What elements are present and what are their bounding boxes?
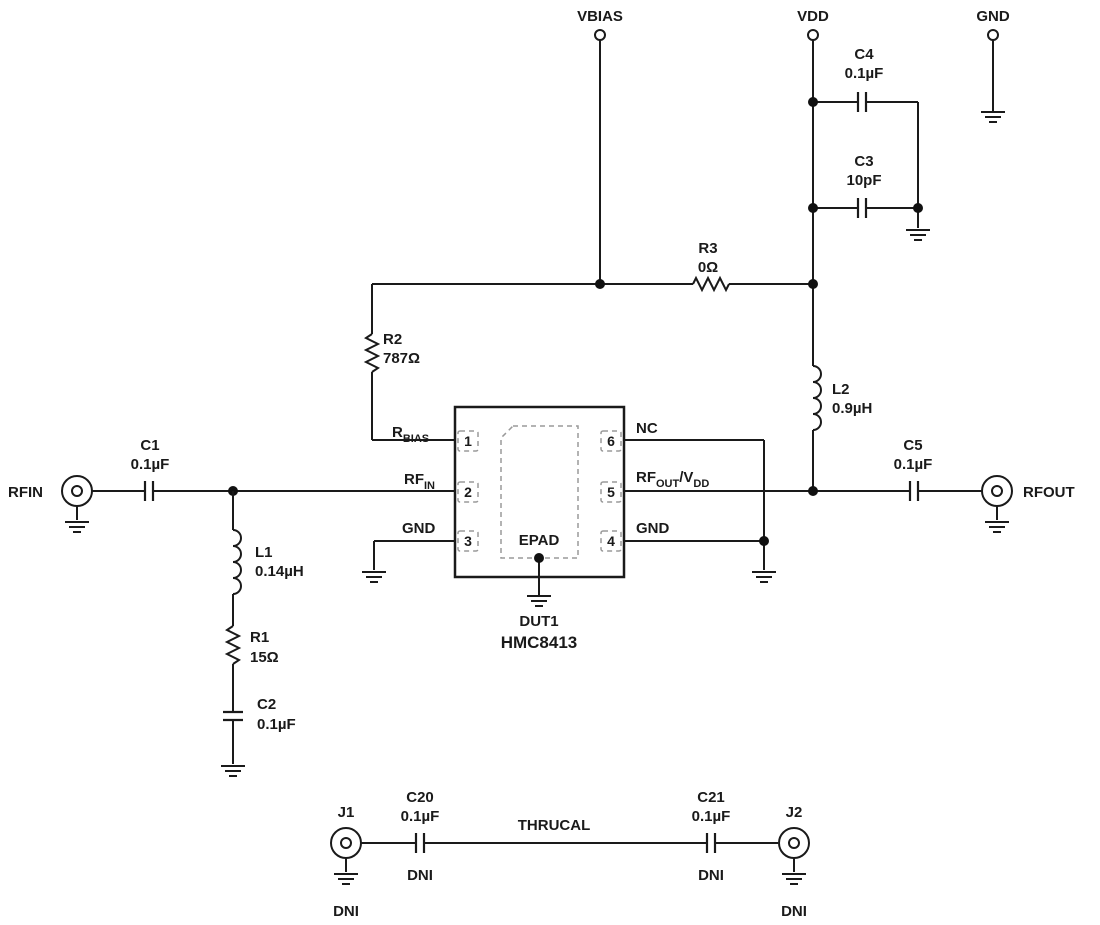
c20-ref: C20	[406, 789, 434, 806]
svg-text:5: 5	[607, 484, 615, 500]
c21-note: DNI	[698, 867, 724, 884]
junction-dot	[913, 203, 923, 213]
c21-value: 0.1µF	[692, 808, 731, 825]
r1-value: 15Ω	[250, 649, 279, 666]
c1-value: 0.1µF	[131, 456, 170, 473]
c4-value: 0.1µF	[845, 65, 884, 82]
j1-ref: J1	[338, 804, 355, 821]
junction-dot	[759, 536, 769, 546]
gnd-label: GND	[976, 8, 1010, 25]
ic-pin-4: 4 GND	[600, 520, 670, 552]
connector-j2: J2 DNI	[778, 804, 810, 920]
pin2-name: RFIN	[404, 471, 435, 492]
c2-value: 0.1µF	[257, 716, 296, 733]
capacitor-c1: C1 0.1µF	[92, 437, 455, 501]
capacitor-c5: C5 0.1µF	[894, 437, 982, 501]
j2-note: DNI	[781, 903, 807, 920]
pin4-name: GND	[636, 520, 670, 537]
c5-value: 0.1µF	[894, 456, 933, 473]
pin3-ground	[361, 540, 455, 583]
ic-pin-6: 6 NC	[600, 420, 658, 452]
resistor-r3: R3 0Ω	[372, 240, 813, 293]
ic-pin-5: 5 RFOUT/VDD	[600, 469, 709, 503]
gnd-terminal: GND	[976, 8, 1010, 123]
junction-dot	[808, 486, 818, 496]
l1-ref: L1	[255, 544, 273, 561]
junction-dot	[808, 279, 818, 289]
junction-dot	[595, 279, 605, 289]
c21-ref: C21	[697, 789, 725, 806]
capacitor-c3: C3 10pF	[813, 153, 931, 241]
connector-j1: J1 DNI	[330, 804, 362, 920]
ic-pin-3: 3 GND	[402, 520, 479, 552]
j2-ref: J2	[786, 804, 803, 821]
rfin-connector: RFIN	[8, 475, 93, 533]
svg-text:2: 2	[464, 484, 472, 500]
r2-value: 787Ω	[383, 350, 420, 367]
rfout-connector: RFOUT	[981, 475, 1075, 533]
r2-ref: R2	[383, 331, 402, 348]
ic-designator: DUT1	[519, 613, 558, 630]
capacitor-c2: C2 0.1µF	[220, 696, 296, 777]
vbias-terminal: VBIAS	[577, 8, 623, 284]
capacitor-c4: C4 0.1µF	[813, 46, 919, 208]
c20-value: 0.1µF	[401, 808, 440, 825]
pin1-name: RBIAS	[392, 424, 429, 445]
r1-ref: R1	[250, 629, 269, 646]
resistor-r2: R2 787Ω	[363, 284, 455, 441]
ic-pin-1: 1 RBIAS	[392, 424, 479, 452]
c5-ref: C5	[903, 437, 922, 454]
vdd-label: VDD	[797, 8, 829, 25]
capacitor-c20: C20 0.1µF DNI	[361, 789, 439, 884]
svg-text:1: 1	[464, 433, 472, 449]
junction-dot	[808, 203, 818, 213]
l2-value: 0.9µH	[832, 400, 872, 417]
epad-label: EPAD	[519, 532, 560, 549]
l2-ref: L2	[832, 381, 850, 398]
pin5-name: RFOUT/VDD	[636, 469, 709, 490]
vdd-terminal: VDD	[797, 8, 829, 366]
svg-text:4: 4	[607, 533, 615, 549]
junction-dot	[808, 97, 818, 107]
epad-junction-dot	[534, 553, 544, 563]
c3-value: 10pF	[846, 172, 881, 189]
thrucal-label: THRUCAL	[518, 817, 591, 834]
capacitor-c21: C21 0.1µF DNI	[692, 789, 778, 884]
ic-dut1: EPAD DUT1 HMC8413 1 RBIAS 2 RFIN 3 GND 6…	[392, 405, 709, 652]
svg-text:6: 6	[607, 433, 615, 449]
thrucal-trace: THRUCAL	[424, 817, 707, 844]
vbias-label: VBIAS	[577, 8, 623, 25]
resistor-r1: R1 15Ω	[224, 594, 279, 712]
pin3-name: GND	[402, 520, 436, 537]
pin6-name: NC	[636, 420, 658, 437]
svg-text:3: 3	[464, 533, 472, 549]
ic-part-number: HMC8413	[501, 633, 578, 652]
ic-body	[453, 405, 626, 579]
c4-ref: C4	[854, 46, 874, 63]
rfin-label: RFIN	[8, 484, 43, 501]
r3-value: 0Ω	[698, 259, 718, 276]
rfout-label: RFOUT	[1023, 484, 1075, 501]
c3-ref: C3	[854, 153, 873, 170]
inductor-l1: L1 0.14µH	[232, 491, 304, 595]
inductor-l2: L2 0.9µH	[812, 365, 872, 491]
pin6-pin4-ground	[624, 439, 777, 583]
c20-note: DNI	[407, 867, 433, 884]
c1-ref: C1	[140, 437, 159, 454]
r3-ref: R3	[698, 240, 717, 257]
ic-pin-2: 2 RFIN	[404, 471, 479, 503]
l1-value: 0.14µH	[255, 563, 304, 580]
c2-ref: C2	[257, 696, 276, 713]
j1-note: DNI	[333, 903, 359, 920]
